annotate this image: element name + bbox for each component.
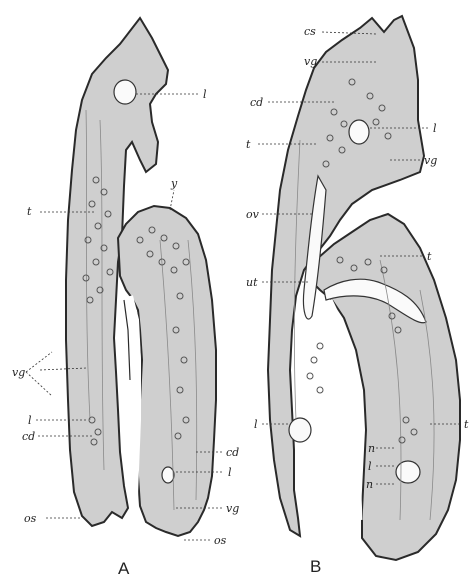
label-b-n-2: n: [366, 478, 373, 491]
label-b-cd: cd: [250, 96, 263, 109]
label-b-l-upper: l: [433, 122, 437, 135]
label-a-l-left: l: [28, 414, 32, 427]
label-a-t: t: [27, 205, 32, 218]
panel-b-lumen-lower-right: [396, 461, 420, 483]
caption-a: A: [118, 559, 130, 578]
label-a-vg-left: vg: [12, 366, 25, 379]
panel-b-drawing: [268, 16, 460, 560]
panel-b-lower-lobe: [310, 214, 460, 560]
panel-a-lumen-lower: [162, 467, 174, 483]
label-b-t-mid: t: [427, 250, 432, 263]
label-a-l-top: l: [203, 88, 207, 101]
label-a-cd-right: cd: [226, 446, 239, 459]
label-b-t-right: t: [464, 418, 469, 431]
label-a-os-left: os: [24, 512, 37, 525]
label-a-l-right: l: [228, 466, 232, 479]
label-b-ov: ov: [246, 208, 260, 221]
label-b-t-left: t: [246, 138, 251, 151]
label-b-n-1: n: [368, 442, 375, 455]
panel-a-lumen-l: [114, 80, 136, 104]
label-a-os-right: os: [214, 534, 227, 547]
label-a-vg-right: vg: [226, 502, 239, 515]
label-a-cd-left: cd: [22, 430, 35, 443]
panel-b-lumen-upper: [349, 120, 369, 144]
label-b-vg-top: vg: [304, 55, 317, 68]
panel-a-drawing: [66, 18, 216, 536]
label-b-vg-upper: vg: [424, 154, 437, 167]
label-b-ut: ut: [246, 276, 258, 289]
label-a-y: y: [170, 177, 178, 190]
panel-b-lumen-lower-left: [289, 418, 311, 442]
label-b-cs: cs: [304, 25, 316, 38]
label-b-l-lower: l: [254, 418, 258, 431]
caption-b: B: [310, 557, 321, 576]
label-b-l-mid: l: [368, 460, 372, 473]
